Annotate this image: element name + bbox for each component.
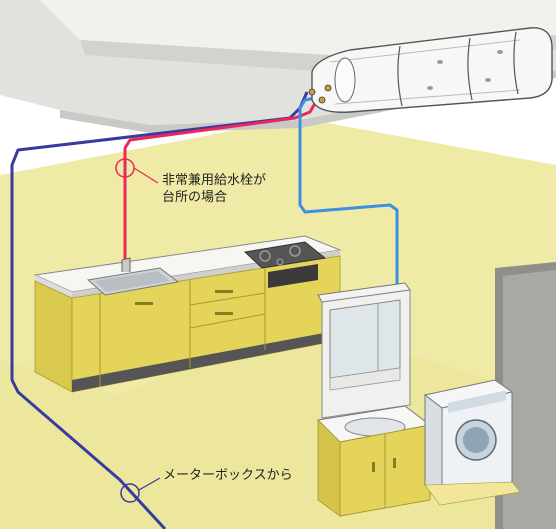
gas-stove-icon (243, 241, 327, 288)
faucet-callout-marker (115, 158, 159, 184)
hot-water-pipe (123, 97, 320, 265)
emergency-water-tank-icon (308, 27, 553, 113)
meter-callout-marker (120, 477, 161, 503)
washing-machine-icon (423, 379, 521, 506)
washbasin-vanity-icon (316, 282, 432, 517)
meter-box-note: メーターボックスから (163, 468, 293, 483)
faucet-note-line1: 非常兼用給水栓が (162, 173, 267, 188)
faucet-note-line2: 台所の場合 (162, 190, 228, 205)
supply-pipe-from-meter (10, 91, 309, 529)
cold-water-pipe (298, 94, 399, 290)
